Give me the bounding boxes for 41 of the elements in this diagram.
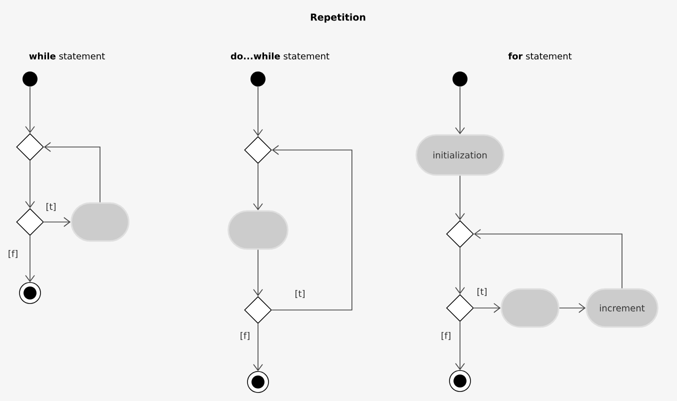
- arrow: [253, 164, 263, 210]
- decision-diamond: [244, 296, 272, 324]
- decision-diamond: [446, 220, 474, 248]
- arrow: [455, 248, 465, 294]
- arrow: [44, 217, 71, 227]
- start-dot: [22, 72, 38, 86]
- arrow: [455, 175, 465, 220]
- arrow: [25, 86, 35, 134]
- end-bullseye: [449, 370, 471, 392]
- arrow: [253, 86, 263, 136]
- decision-diamond: [244, 136, 272, 164]
- arrow: [474, 303, 501, 313]
- arrow: [253, 324, 263, 372]
- title: Repetition: [310, 13, 366, 23]
- arrow: [25, 236, 35, 282]
- end-bullseye: [247, 371, 269, 393]
- edge-label: [t]: [296, 290, 304, 298]
- edge-label: [f]: [8, 250, 18, 258]
- arrow: [44, 142, 100, 203]
- arrow: [455, 322, 465, 370]
- start-dot: [452, 72, 468, 86]
- decision-diamond: [16, 208, 44, 236]
- column-heading: for statement: [508, 52, 572, 60]
- arrow: [25, 160, 35, 208]
- action-box: increment: [586, 288, 658, 328]
- decision-diamond: [446, 294, 474, 322]
- edge-label: [t]: [46, 202, 56, 211]
- end-bullseye: [19, 282, 41, 304]
- arrow: [474, 229, 622, 289]
- column-heading: while statement: [29, 52, 105, 60]
- edge-label: [f]: [442, 332, 450, 340]
- arrow: [272, 145, 352, 310]
- action-box: initialization: [416, 134, 504, 176]
- column-heading: do...while statement: [230, 52, 330, 60]
- decision-diamond: [16, 133, 44, 161]
- edge-label: [t]: [478, 288, 486, 296]
- edge-label: [f]: [240, 332, 250, 340]
- arrow: [455, 86, 465, 134]
- arrow: [559, 303, 586, 313]
- start-dot: [250, 72, 266, 86]
- arrow: [253, 249, 263, 296]
